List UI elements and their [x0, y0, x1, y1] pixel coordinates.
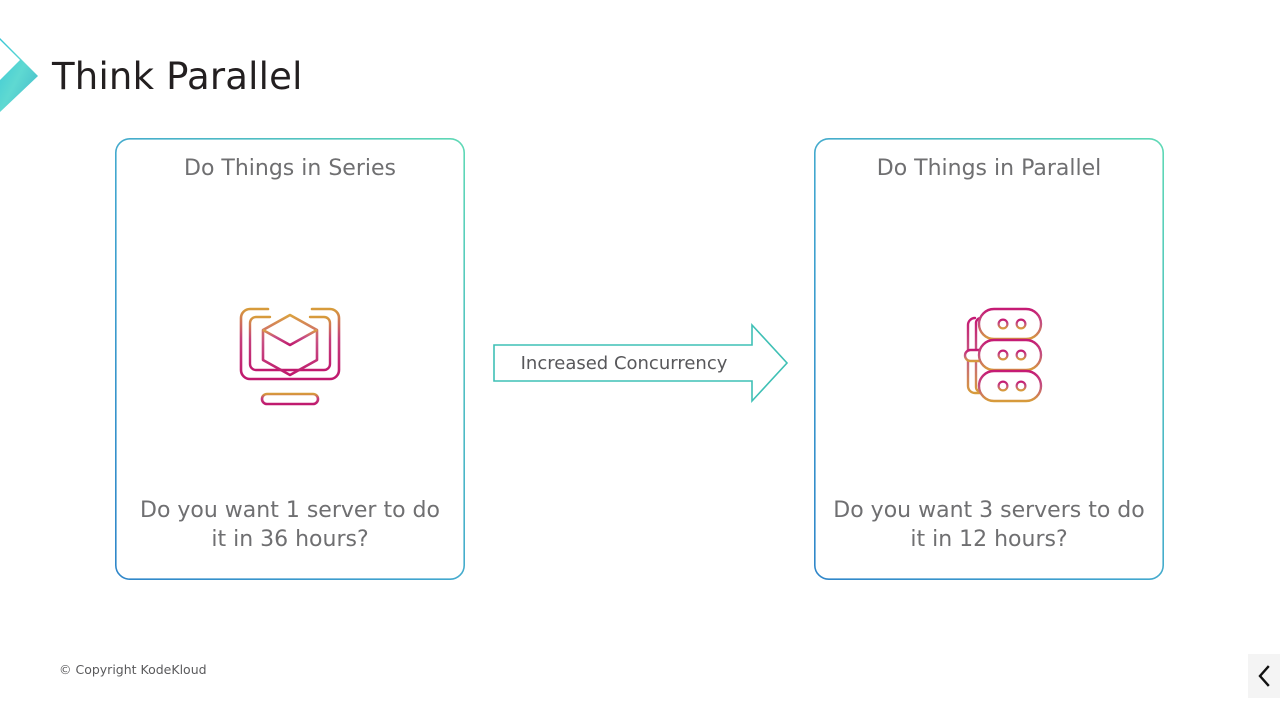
chevron-left-icon	[1258, 665, 1270, 687]
card-parallel[interactable]: Do Things in Parallel	[814, 138, 1164, 580]
chevron-right-icon	[0, 38, 38, 112]
increased-concurrency-arrow: Increased Concurrency	[490, 318, 792, 408]
page-title: Think Parallel	[52, 54, 303, 98]
card-title: Do Things in Parallel	[876, 156, 1102, 181]
card-caption: Do you want 1 server to do it in 36 hour…	[140, 498, 440, 553]
copyright-text: © Copyright KodeKloud	[59, 662, 207, 677]
card-caption: Do you want 3 servers to do it in 12 hou…	[833, 498, 1145, 553]
card-title: Do Things in Series	[184, 156, 396, 181]
card-series[interactable]: Do Things in Series	[115, 138, 465, 580]
slide-header: Think Parallel	[0, 38, 303, 114]
arrow-right-icon	[493, 322, 789, 404]
server-stack-icon	[814, 300, 1164, 410]
monitor-cube-icon	[115, 300, 465, 410]
arrow-label: Increased Concurrency	[520, 352, 728, 374]
previous-slide-button[interactable]	[1248, 654, 1280, 698]
